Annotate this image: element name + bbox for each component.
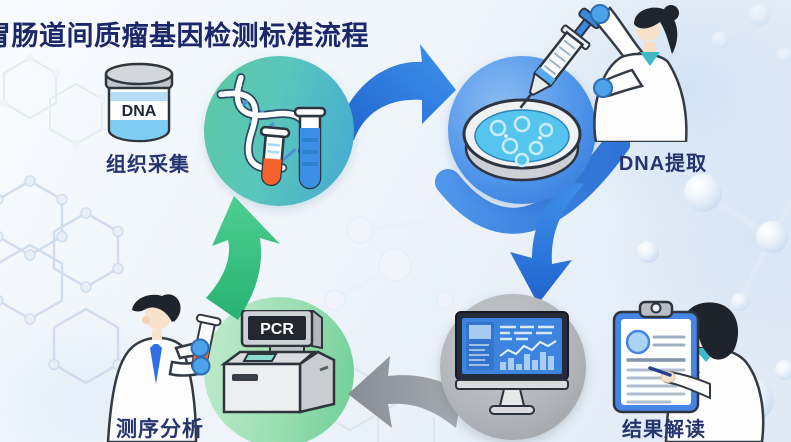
clipboard-report-icon: [612, 300, 711, 414]
dashboard-monitor-icon: [455, 311, 569, 415]
scientist-tube-figure: [106, 294, 222, 442]
arrow-right-icon: [336, 44, 456, 140]
scientist-pipette-figure: [590, 4, 688, 142]
hexagon-pattern-icon: [0, 54, 106, 148]
analysis-monitor-badge: [440, 294, 586, 440]
dna-jar-icon: DNA: [104, 62, 174, 143]
arrow-up-icon: [206, 196, 280, 320]
dna-helix-and-tubes-icon: [216, 73, 327, 190]
step-label-sequence: 测序分析: [116, 418, 204, 441]
jar-label-text: DNA: [122, 103, 157, 120]
molecule-spheres-icon: [324, 207, 478, 311]
step-label-interpret: 结果解读: [622, 419, 706, 441]
dna-sample-badge: [204, 56, 354, 206]
step-label-tissue: 组织采集: [106, 154, 190, 176]
pcr-machine-icon: PCR: [220, 310, 336, 414]
page-title: 胃肠道间质瘤基因检测标准流程: [0, 21, 369, 51]
arrow-left-icon: [348, 356, 462, 428]
pcr-screen-text: PCR: [260, 321, 294, 338]
arrow-down-icon: [510, 182, 584, 304]
step-label-extract: DNA提取: [618, 153, 708, 175]
